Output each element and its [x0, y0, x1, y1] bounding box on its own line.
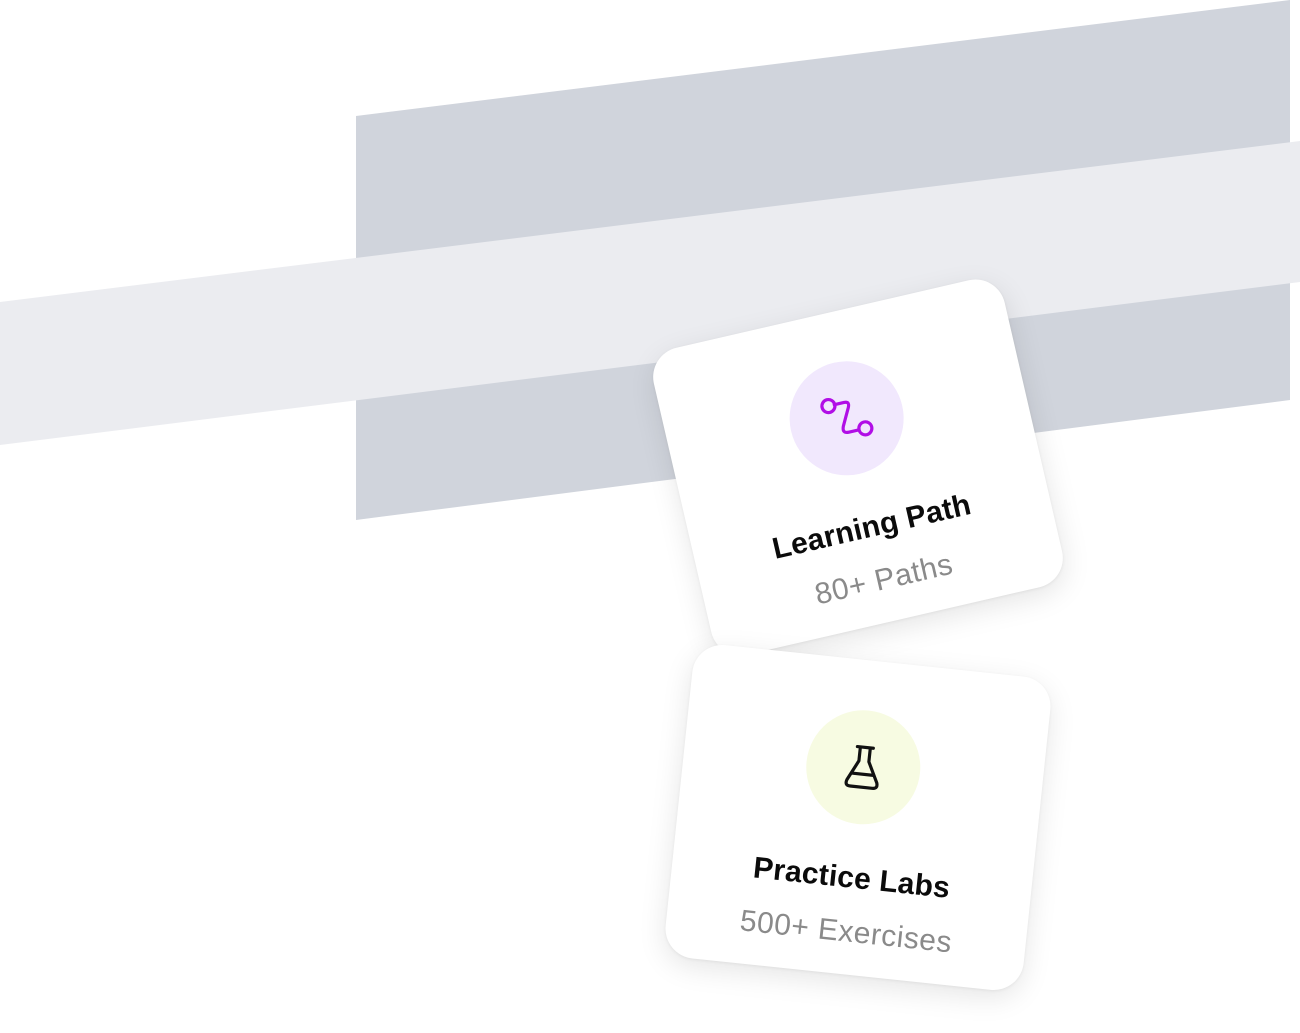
card-title: Practice Labs — [751, 851, 952, 905]
route-icon — [820, 397, 874, 437]
background-band-light — [0, 141, 1300, 445]
flask-icon — [844, 744, 879, 790]
practice-labs-card[interactable]: Practice Labs 500+ Exercises — [662, 642, 1054, 993]
learning-path-icon-circle — [778, 349, 916, 487]
card-subtitle: 80+ Paths — [811, 547, 957, 612]
practice-labs-icon-circle — [800, 704, 926, 830]
learning-path-card[interactable]: Learning Path 80+ Paths — [647, 273, 1069, 662]
card-subtitle: 500+ Exercises — [738, 904, 954, 960]
